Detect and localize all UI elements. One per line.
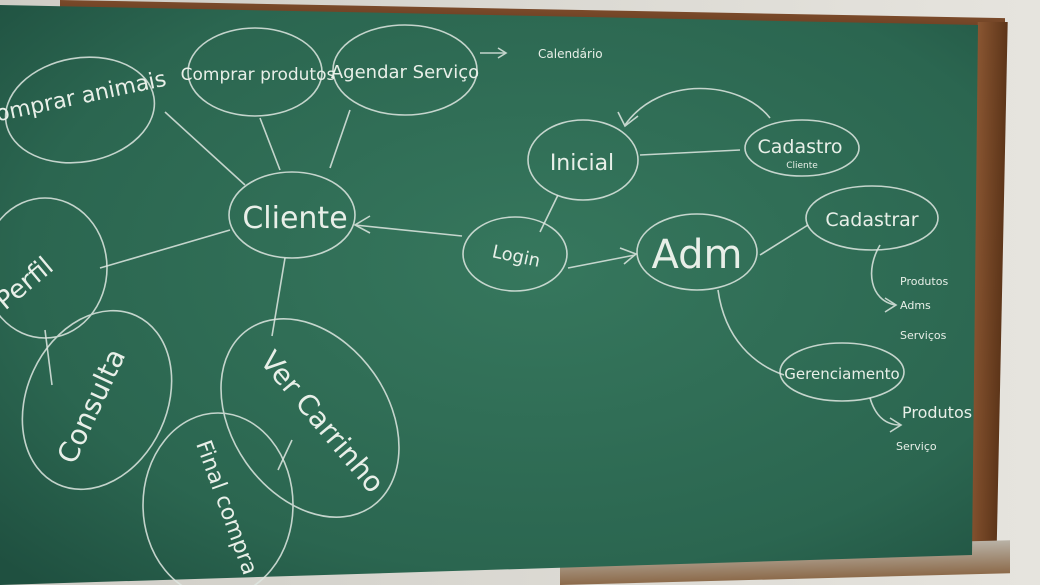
arrow-gerenciamento-items [889,417,903,433]
bubble-final-compra [142,412,294,585]
line-login-inicial [539,194,559,233]
cadastrar-item-servicos: Serviços [900,329,947,342]
label-agendar-servico: Agendar Serviço [331,62,479,83]
arrow-to-inicial [617,111,639,128]
bubble-agendar-servico [332,24,478,116]
line-login-adm [567,254,636,269]
bubble-adm [636,213,758,291]
bubble-ver-carrinho [220,318,400,518]
line-perfil-cliente [99,229,231,269]
bubble-inicial [527,119,639,201]
line-animais-cliente [164,111,246,186]
arrow-cadastrar-items [884,297,898,313]
label-gerenciamento: Gerenciamento [784,365,899,383]
label-cliente: Cliente [242,201,347,236]
line-agendar-cliente [329,109,351,169]
line-cliente-carrinho [271,257,286,337]
bubble-gerenciamento [779,342,905,402]
bubble-cliente [228,171,356,259]
arrow-to-cliente [353,215,371,234]
line-adm-cadastrar [759,224,809,256]
bubble-cadastro [744,119,860,177]
bubble-comprar-produtos [187,27,323,117]
label-cadastro: Cadastro [758,136,843,158]
line-cadastrar-items [870,244,896,306]
label-calendario: Calendário [538,47,603,61]
label-cadastrar: Cadastrar [825,209,918,231]
bubble-cadastrar [805,185,939,251]
arrow-to-calendario [497,47,508,59]
label-comprar-produtos: Comprar produtos [181,65,336,85]
bubble-comprar-animais [4,56,156,164]
bubble-perfil [0,197,108,339]
line-carrinho-final [277,439,293,471]
line-produtos-cliente [259,117,281,171]
bubble-consulta [21,309,173,491]
connectors [44,47,903,471]
label-inicial: Inicial [550,151,614,176]
line-gerenciamento-items [869,397,901,426]
line-login-cliente [354,224,463,237]
curve-cadastro-inicial [624,87,771,126]
bubbles [0,24,939,585]
line-adm-gerenciamento [717,289,785,376]
gerenciamento-item-produtos: Produtos [902,403,972,422]
line-cadastro-inicial [639,149,741,156]
arrow-to-adm [619,247,638,265]
bubble-login [462,216,568,292]
label-cadastro-sub: Cliente [786,161,818,171]
label-adm: Adm [651,232,742,278]
line-perfil-consulta [44,329,53,386]
cadastrar-item-adms: Adms [900,299,931,312]
cadastrar-item-produtos: Produtos [900,275,948,288]
gerenciamento-item-servico: Serviço [896,440,937,453]
